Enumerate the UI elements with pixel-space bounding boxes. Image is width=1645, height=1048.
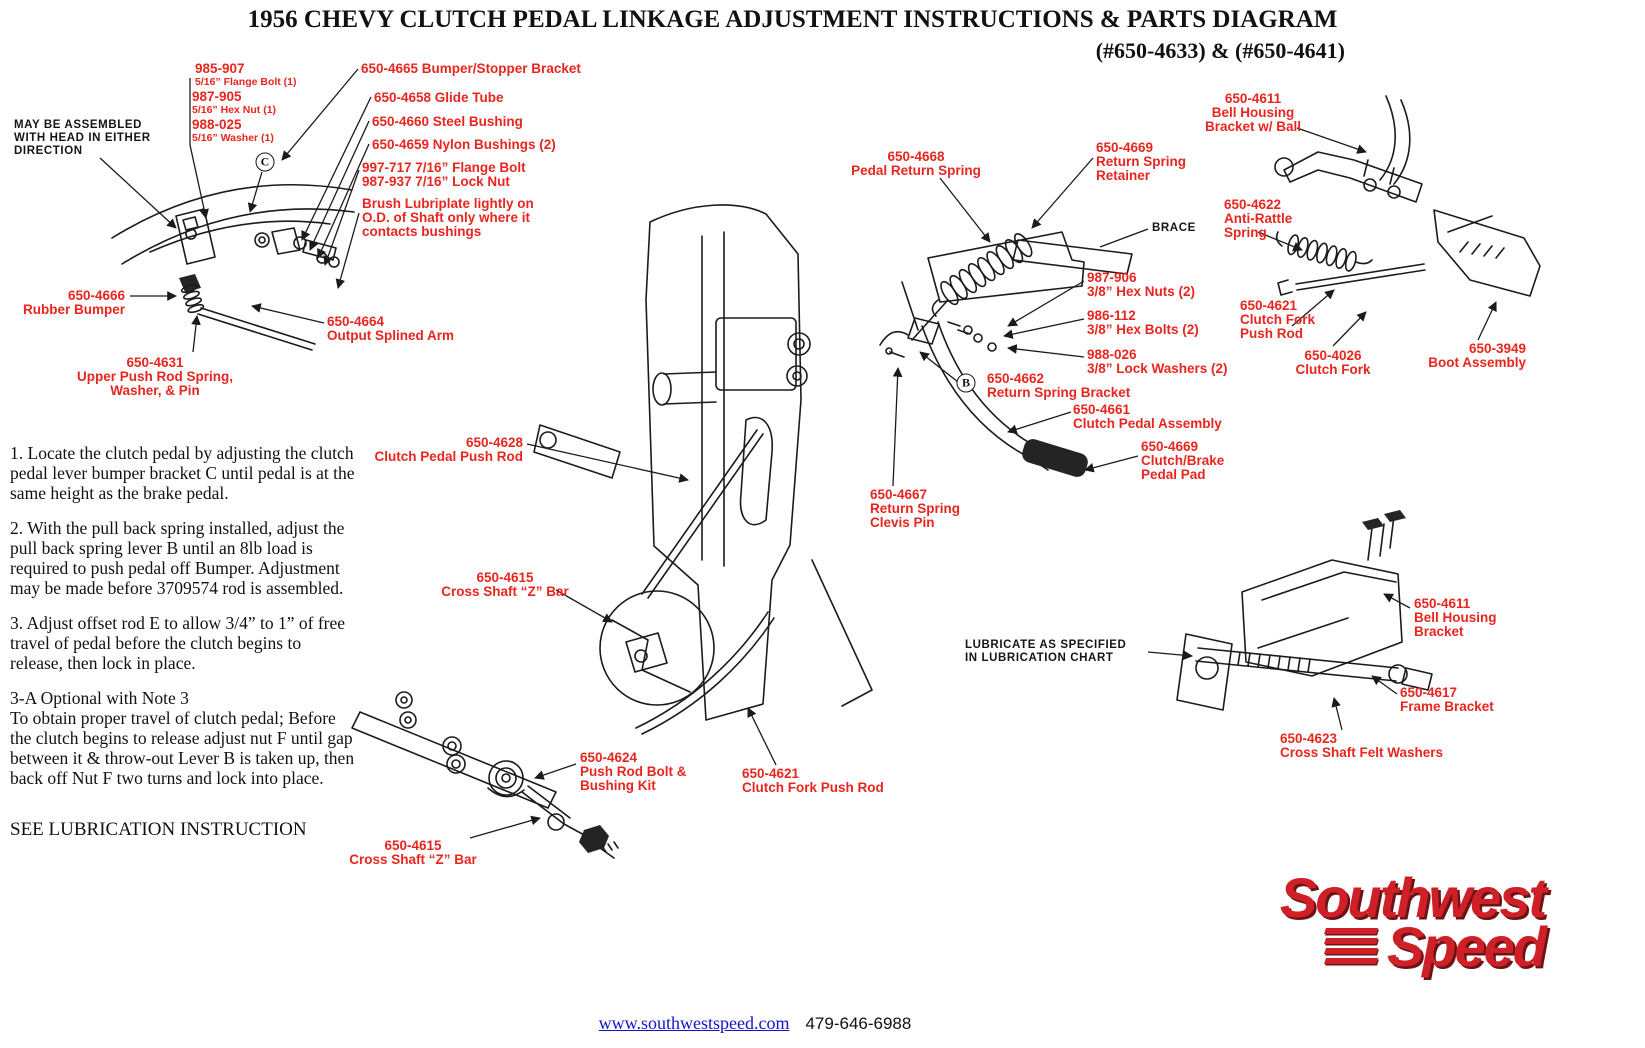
leader-lines [99,68,1497,839]
label-brace: BRACE [1152,222,1196,234]
southwest-speed-logo: Southwest Speed [1279,865,1547,978]
art-bell-housing-and-fork [1274,95,1541,297]
see-lubrication-text: SEE LUBRICATION INSTRUCTION [10,819,307,840]
callout-B: B [956,373,976,393]
logo-speed-bars [1323,928,1378,965]
art-frame-bracket-assembly [1176,510,1433,711]
footer: www.southwestspeed.com 479-646-6988 [599,1013,912,1034]
instruction-paragraph: 1. Locate the clutch pedal by adjusting … [10,443,355,503]
instruction-paragraph: 3-A Optional with Note 3 To obtain prope… [10,688,355,788]
callout-C: C [255,152,275,172]
art-return-spring-and-pedal [879,231,1133,477]
label-650-4658: 650-4658 Glide Tube [374,90,504,105]
instructions: 1. Locate the clutch pedal by adjusting … [10,443,358,803]
page-title: 1956 CHEVY CLUTCH PEDAL LINKAGE ADJUSTME… [247,6,1338,33]
label-650-4665: 650-4665 Bumper/Stopper Bracket [361,61,581,76]
art-z-bar-detail [351,424,621,859]
logo-text-southwest: Southwest [1279,865,1547,929]
art-firewall-and-pushrod [599,204,873,735]
website-link[interactable]: www.southwestspeed.com [598,1013,790,1033]
instruction-paragraph: 3. Adjust offset rod E to allow 3/4” to … [10,613,346,673]
art-top-left-assembly [111,183,355,351]
lubrication-instruction-note: SEE LUBRICATION INSTRUCTION [10,810,358,840]
instruction-paragraph: 2. With the pull back spring installed, … [10,518,345,598]
label-650-4659: 650-4659 Nylon Bushings (2) [372,137,556,152]
logo-text-speed: Speed [1386,914,1547,978]
page-subtitle: (#650-4633) & (#650-4641) [1095,38,1345,63]
phone-number: 479-646-6988 [805,1014,912,1033]
label-650-4660: 650-4660 Steel Bushing [372,114,523,129]
